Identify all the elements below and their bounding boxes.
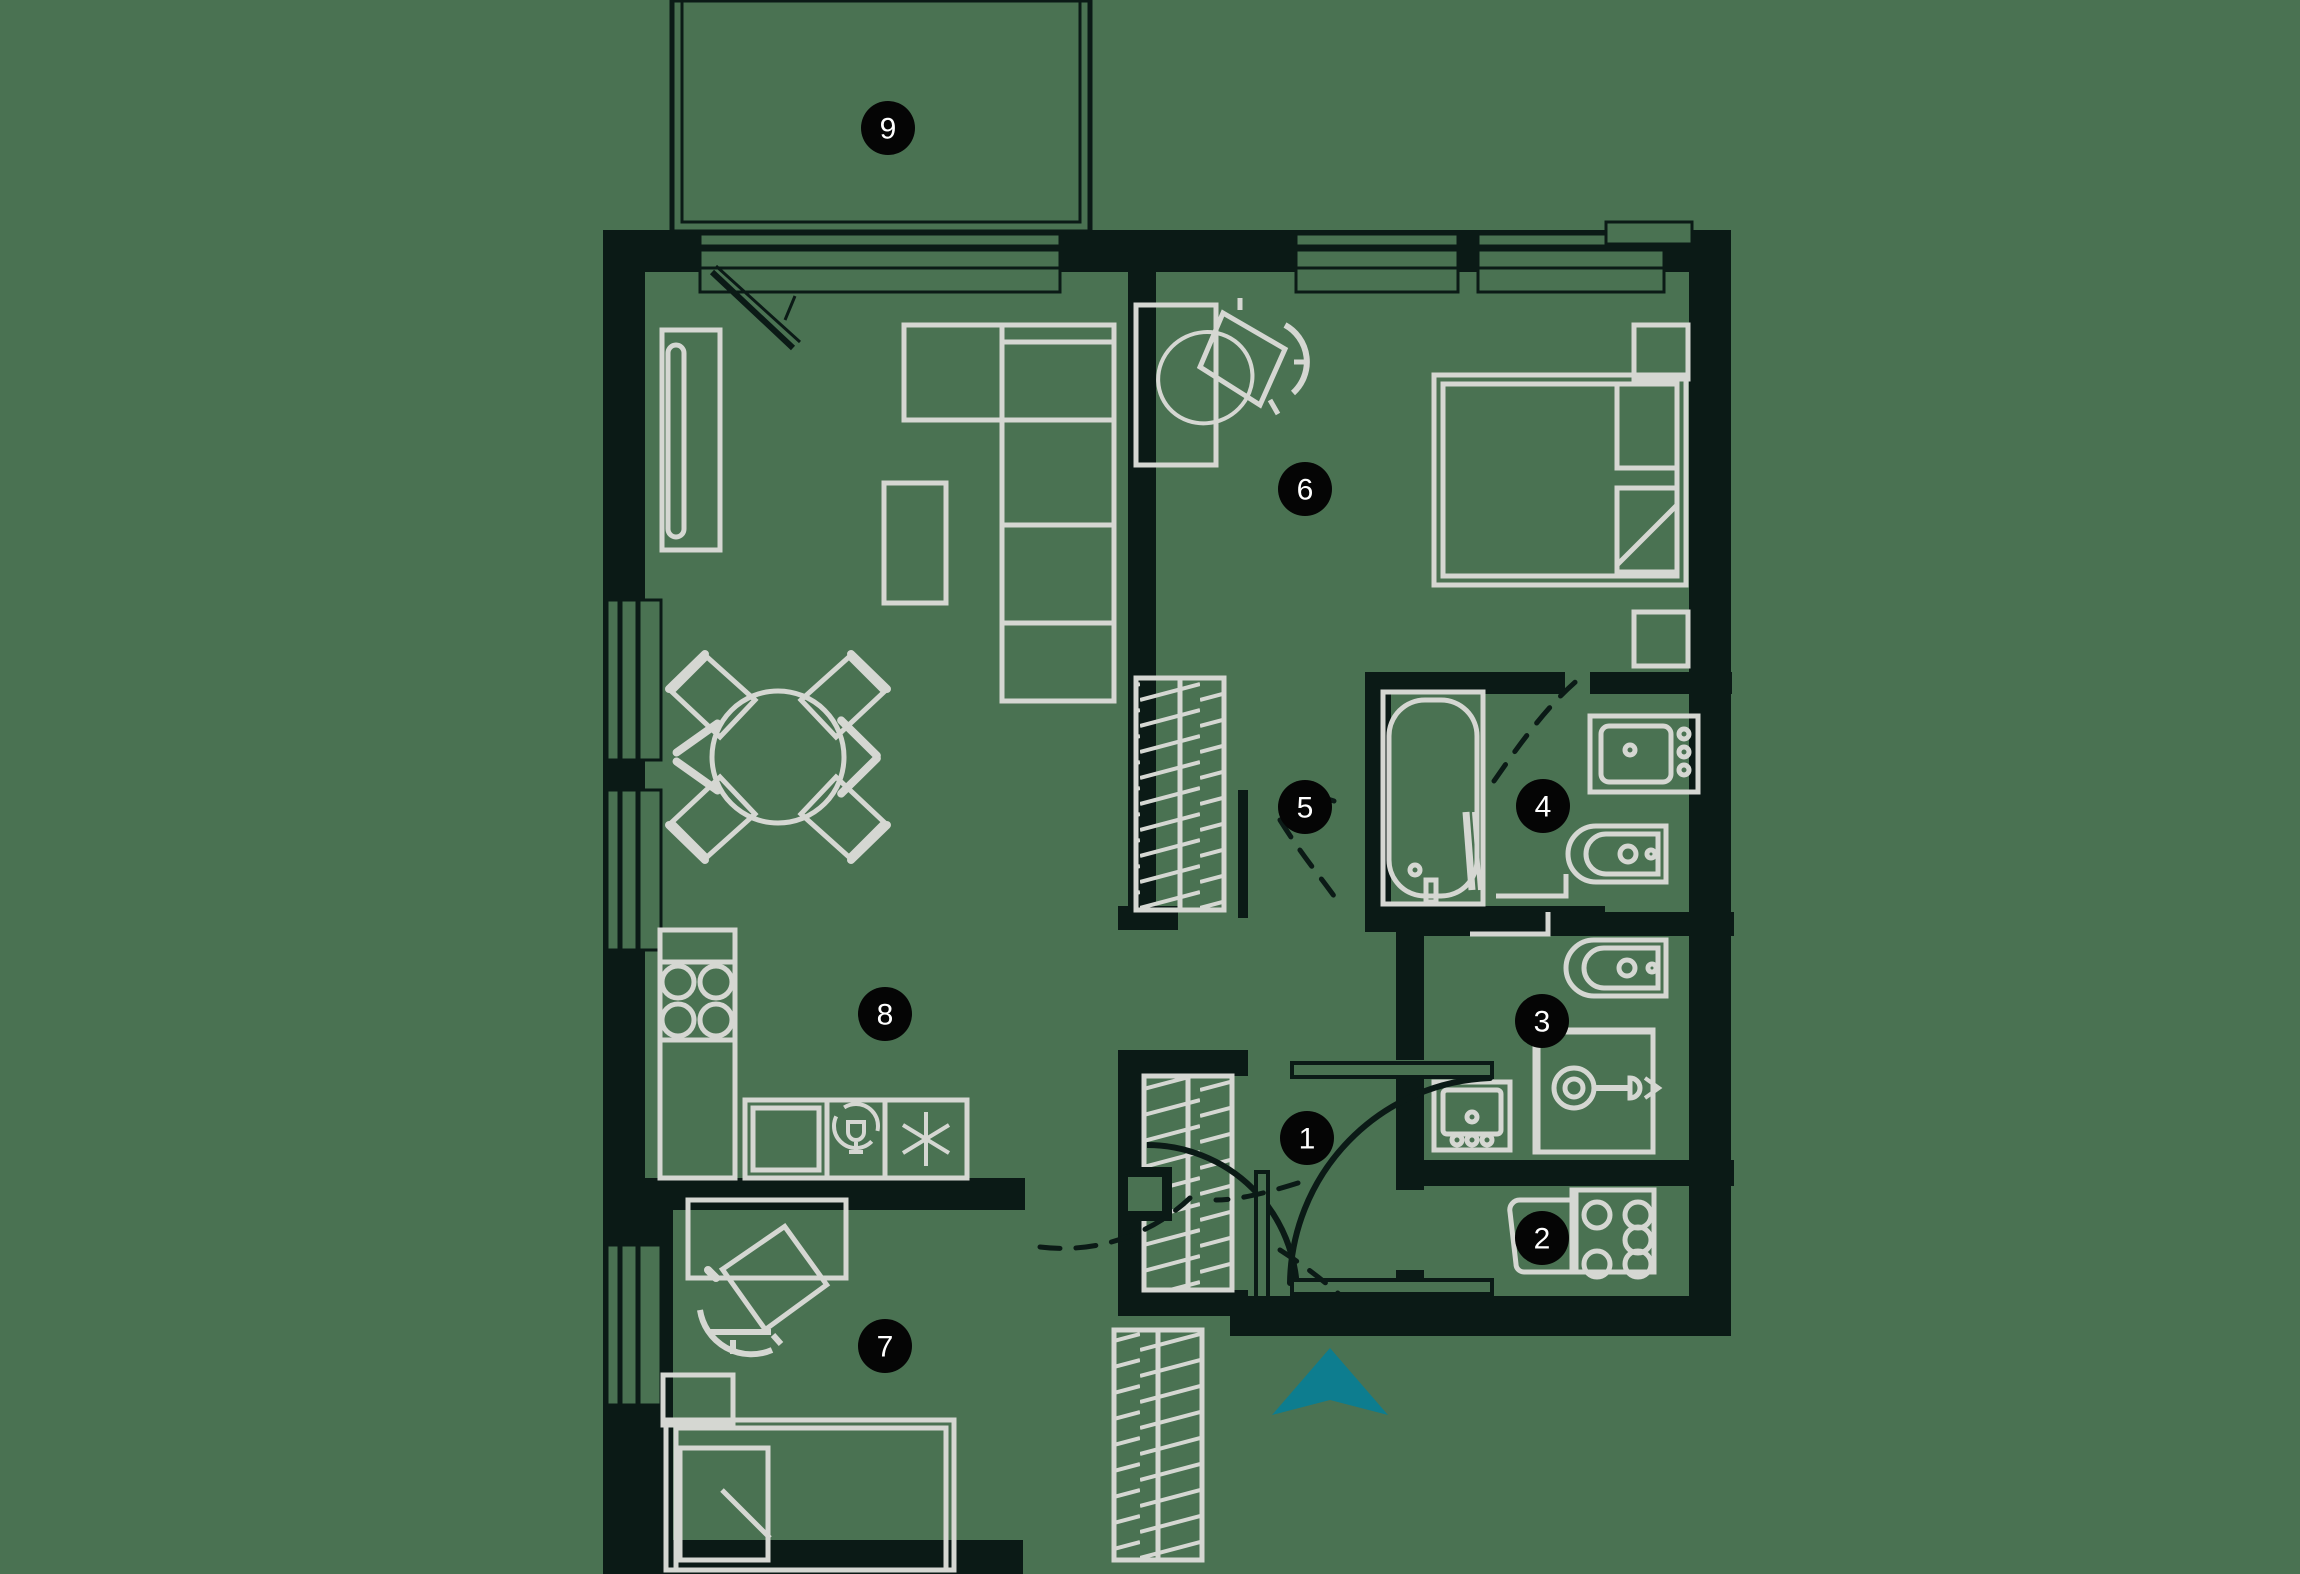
window-group-left — [605, 598, 663, 1407]
door-swings — [1146, 1061, 1494, 1300]
room-badge-8-label: 8 — [877, 999, 894, 1032]
room-badge-5-label: 5 — [1297, 792, 1314, 825]
desk — [685, 1197, 849, 1281]
office-chair — [1156, 298, 1310, 426]
leader-4 — [1491, 675, 1583, 784]
washing-machine-icon — [901, 1112, 951, 1166]
nightstand — [1631, 322, 1691, 382]
room-badges: 9 6 5 4 3 2 1 8 — [858, 101, 1570, 1373]
room-badge-7-label: 7 — [877, 1331, 894, 1364]
bathroom-utility-fixtures — [1431, 937, 1669, 1155]
room-badge-3[interactable]: 3 — [1515, 994, 1569, 1048]
dining-chair — [797, 754, 891, 864]
window-group-top — [698, 220, 1694, 351]
bedroom-study-furniture — [1133, 298, 1691, 669]
room-badge-2-label: 2 — [1534, 1223, 1551, 1256]
double-bed — [1431, 372, 1689, 588]
room-badge-1-label: 1 — [1299, 1123, 1316, 1156]
cooktop-four-burner — [1569, 1187, 1657, 1275]
compass-north-arrow — [1272, 1348, 1388, 1415]
wardrobe-hall — [1118, 1073, 1235, 1293]
office-chair — [697, 1223, 831, 1358]
dining-table — [709, 688, 847, 826]
sink — [1507, 1197, 1572, 1275]
cooktop-four-burner — [657, 959, 738, 1043]
room-badge-6[interactable]: 6 — [1278, 462, 1332, 516]
room-badge-7[interactable]: 7 — [858, 1319, 912, 1373]
room-badge-4[interactable]: 4 — [1516, 779, 1570, 833]
desk — [1133, 302, 1219, 468]
second-bedroom-furniture — [660, 1197, 957, 1573]
nightstand — [660, 1372, 736, 1428]
dining-chair — [665, 757, 759, 864]
washbasin — [1587, 713, 1701, 795]
nightstand — [1631, 609, 1691, 669]
room-badge-4-label: 4 — [1535, 791, 1552, 824]
room-badge-9-label: 9 — [880, 113, 897, 146]
room-badge-6-label: 6 — [1297, 474, 1314, 507]
washing-machine — [882, 1097, 970, 1181]
room-badge-2[interactable]: 2 — [1515, 1211, 1569, 1265]
wardrobe-bedroom-7 — [1111, 1327, 1205, 1563]
dining-chair — [797, 650, 891, 760]
room-badge-5[interactable]: 5 — [1278, 780, 1332, 834]
room-badge-9[interactable]: 9 — [861, 101, 915, 155]
bathroom-main-fixtures — [1380, 689, 1701, 937]
living-room-furniture — [659, 322, 1117, 704]
wardrobe-closet-5 — [1133, 675, 1227, 913]
leader-7 — [1037, 1195, 1193, 1251]
toilet — [1565, 823, 1669, 885]
leader-1b — [1277, 1247, 1351, 1305]
kitchenette-fixtures — [1507, 1187, 1657, 1280]
dining-set — [665, 650, 891, 864]
room-badge-3-label: 3 — [1534, 1006, 1551, 1039]
sliding-door-5 — [1238, 790, 1248, 918]
kitchen-units — [657, 927, 970, 1181]
room-badge-1[interactable]: 1 — [1280, 1111, 1334, 1165]
room-badge-8[interactable]: 8 — [858, 987, 912, 1041]
dining-chair — [665, 650, 759, 757]
leader-5-a — [1277, 817, 1345, 911]
dishwasher-glass-icon — [832, 1102, 881, 1154]
leader-1 — [1213, 1180, 1301, 1203]
kitchen-counter — [657, 927, 738, 1181]
toilet — [1563, 937, 1669, 999]
